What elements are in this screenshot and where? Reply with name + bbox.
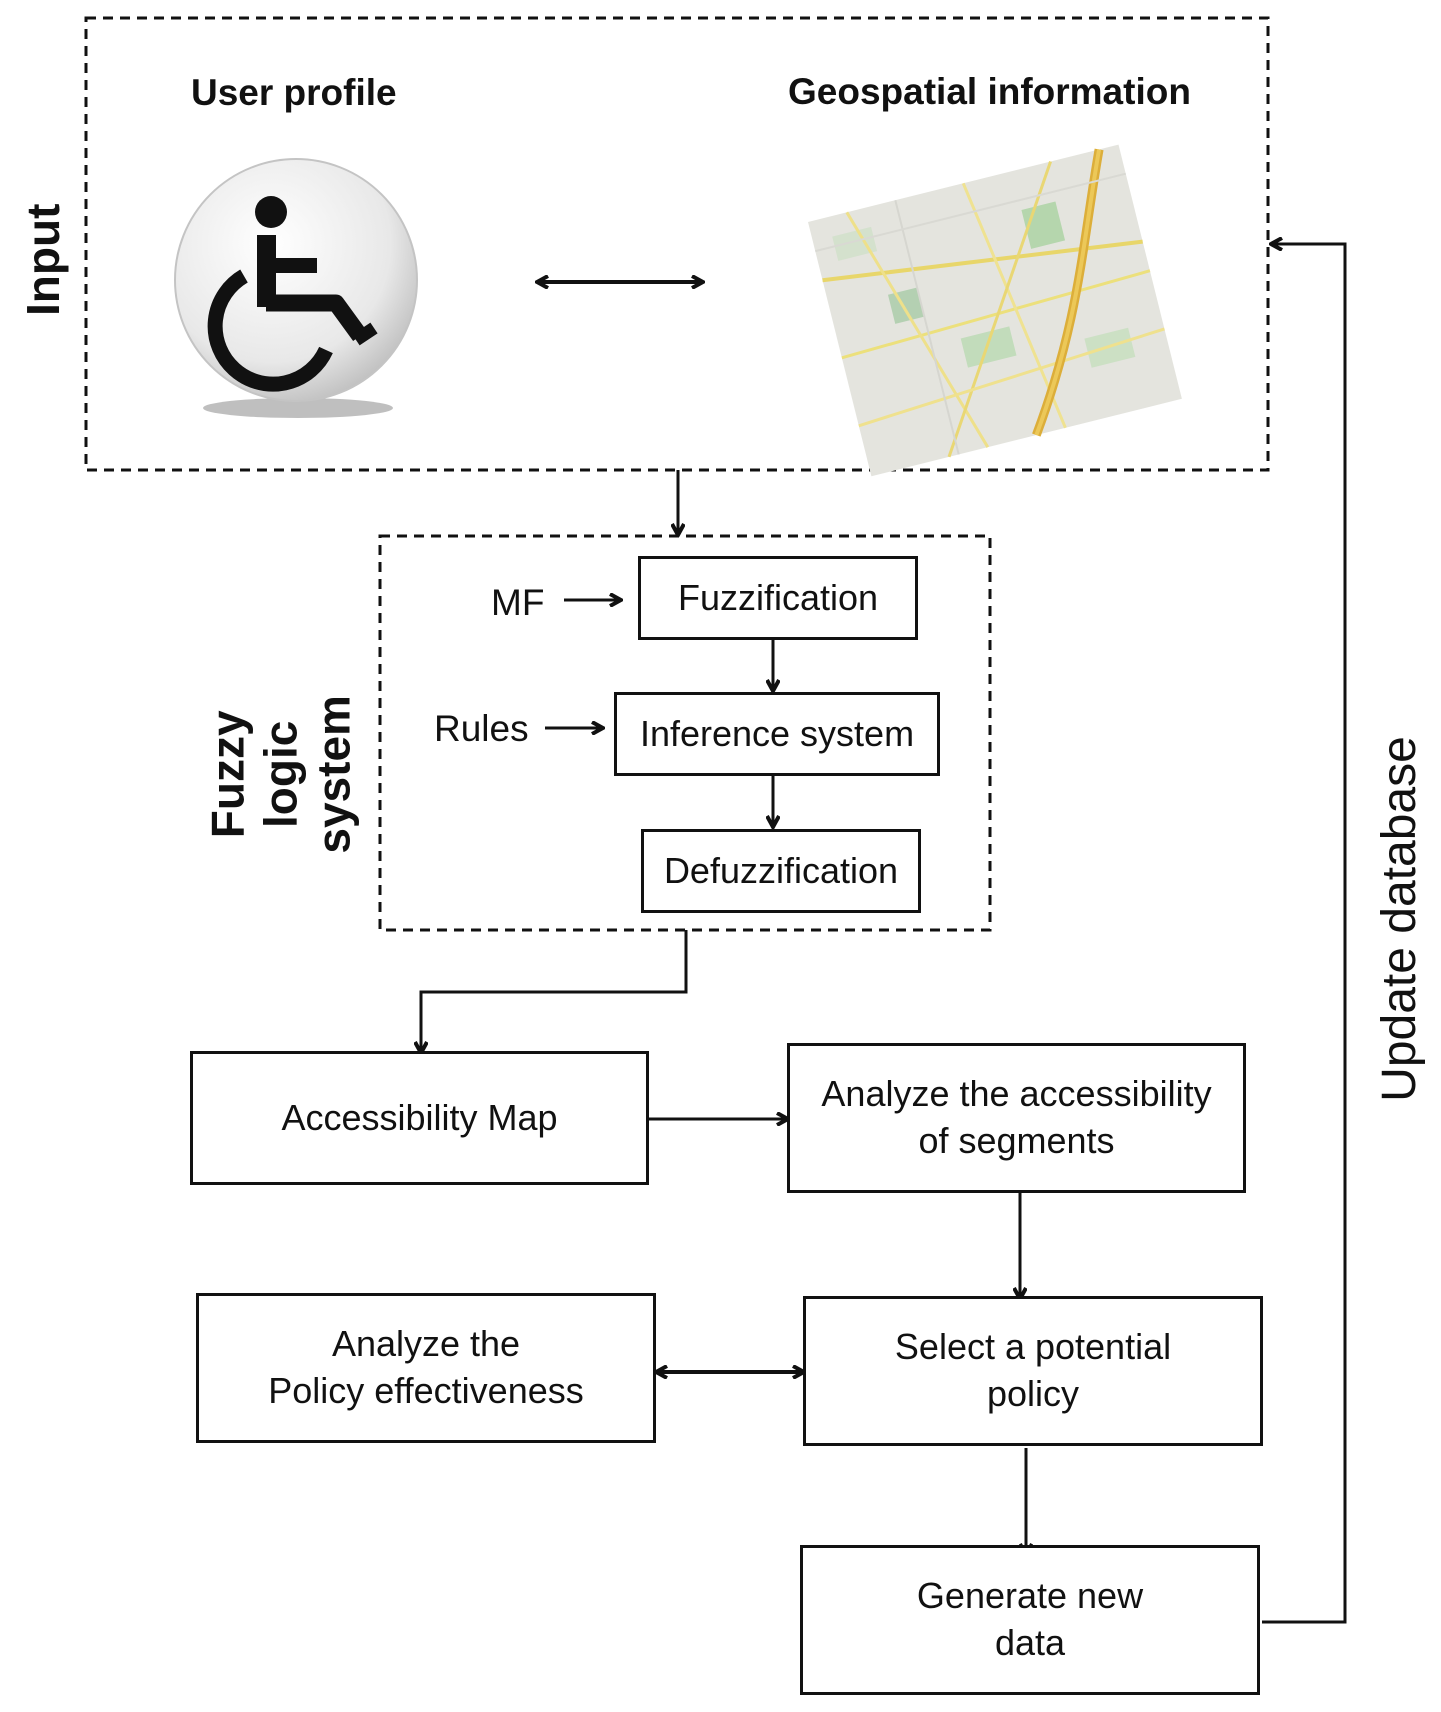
map-thumbnail (808, 144, 1182, 477)
fuzzy-side-label-line1: Fuzzy logic (201, 710, 307, 839)
analyze-segments-box: Analyze the accessibility of segments (787, 1043, 1246, 1193)
generate-data-text: Generate new data (916, 1575, 1144, 1663)
select-policy-text: Select a potential policy (894, 1326, 1172, 1414)
accessibility-map-box: Accessibility Map (190, 1051, 649, 1185)
fuzzy-side-label-line2: system (307, 695, 360, 854)
analyze-segments-text: Analyze the accessibility of segments (821, 1073, 1212, 1161)
fuzzification-text: Fuzzification (677, 576, 879, 618)
accessibility-map-text: Accessibility Map (281, 1096, 558, 1138)
input-side-label: Input (17, 203, 69, 316)
wheelchair-icon (174, 158, 418, 418)
analyze-policy-text: Analyze the Policy effectiveness (268, 1323, 584, 1411)
geospatial-information-label: Geospatial information (788, 71, 1191, 112)
defuzzification-box: Defuzzification (641, 829, 921, 913)
generate-data-box: Generate new data (800, 1545, 1260, 1695)
select-policy-box: Select a potential policy (803, 1296, 1263, 1446)
analyze-policy-box: Analyze the Policy effectiveness (196, 1293, 656, 1443)
update-database-loop (1262, 244, 1347, 1624)
mf-label: MF (491, 582, 545, 623)
inference-system-box: Inference system (614, 692, 940, 776)
fuzzy-to-map-arrow (421, 930, 688, 1052)
inference-system-text: Inference system (639, 712, 915, 754)
fuzzification-box: Fuzzification (638, 556, 918, 640)
user-profile-label: User profile (191, 72, 397, 113)
defuzzification-text: Defuzzification (663, 849, 899, 891)
fuzzy-side-label: Fuzzy logic system (202, 659, 361, 889)
rules-label: Rules (434, 708, 529, 749)
update-database-label: Update database (1373, 736, 1426, 1102)
